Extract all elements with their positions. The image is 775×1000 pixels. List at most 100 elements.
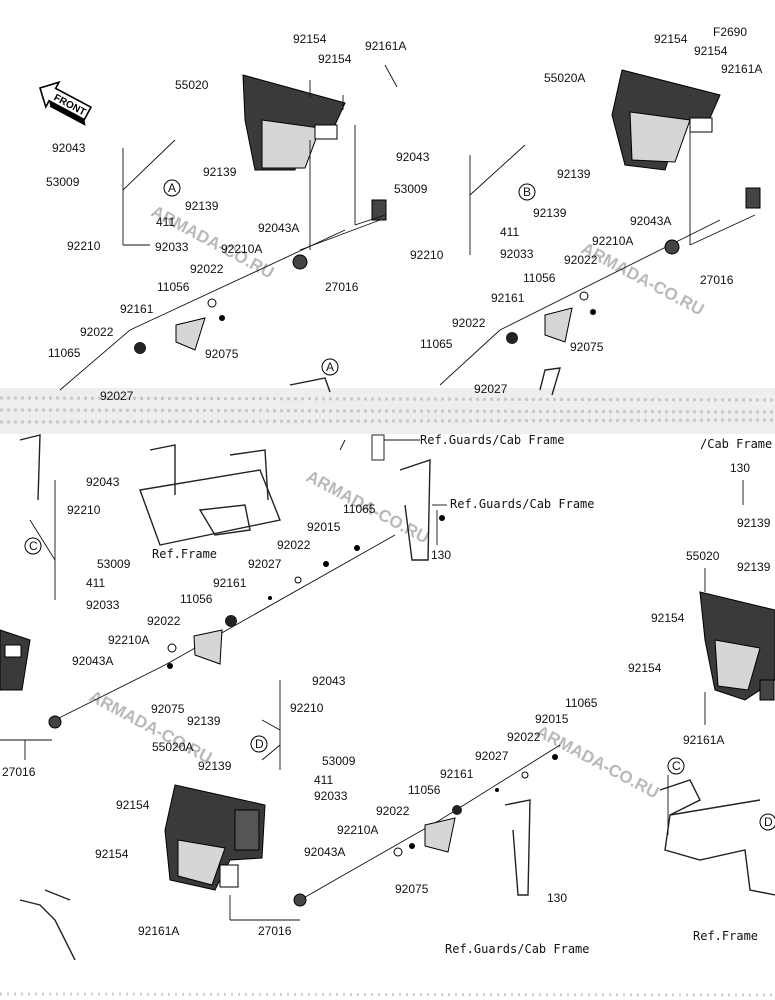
part-label: 92043A (72, 654, 113, 668)
part-label: 92043A (304, 845, 345, 859)
callout-b-icon (518, 183, 536, 201)
front-arrow-icon: FRONT (39, 80, 93, 126)
part-label: 92154 (318, 52, 352, 66)
part-label: 92210A (337, 823, 378, 837)
part-label: 92154 (654, 32, 688, 46)
mirror-assembly-top-right: B 92154 92154 92161A 55020A 92043 92139 … (394, 32, 762, 396)
part-label: 92139 (198, 759, 232, 773)
part-label: 92043 (396, 150, 430, 164)
part-label: 92154 (95, 847, 129, 861)
part-label: 92210 (290, 701, 324, 715)
part-label: 92154 (116, 798, 150, 812)
part-label: 130 (547, 891, 567, 905)
callout-a: A (326, 360, 334, 374)
ref-label: Ref.Frame (152, 547, 217, 561)
ref-label: Ref.Frame (693, 929, 758, 943)
part-label: 411 (86, 576, 105, 590)
part-label: 27016 (700, 273, 734, 287)
ref-label: Ref.Guards/Cab Frame (450, 497, 595, 511)
part-label: 92043 (86, 475, 120, 489)
part-label: 11065 (420, 337, 453, 351)
part-label: 92161 (491, 291, 525, 305)
part-label: 92043A (630, 214, 671, 228)
part-label: 11065 (343, 502, 376, 516)
frame-and-assembly-middle: C Ref.Guards/Cab Frame /Cab Frame Ref.Gu… (0, 433, 772, 779)
callout-b: B (523, 185, 531, 199)
callout-d: D (764, 815, 773, 829)
callout-d-icon (250, 735, 268, 753)
part-label: 92022 (564, 253, 598, 267)
part-label: 92027 (100, 389, 134, 403)
part-label: 92139 (203, 165, 237, 179)
part-label: 92075 (395, 882, 429, 896)
part-label: 92022 (507, 730, 541, 744)
part-label: 92210A (221, 242, 262, 256)
part-label: 92022 (277, 538, 311, 552)
callout-d: D (255, 737, 264, 751)
part-label: 27016 (258, 924, 292, 938)
mirror-assembly-bottom: D 92043 11065 92210 92139 92015 92022 55… (19, 674, 598, 961)
callout-a-icon (163, 179, 181, 197)
callout-a: A (168, 181, 176, 195)
part-label: 92139 (533, 206, 567, 220)
callout-a-icon (321, 358, 339, 376)
watermark: ARMADA-CO.RU (578, 239, 707, 320)
part-label: 92015 (535, 712, 569, 726)
part-label: 11056 (408, 783, 441, 797)
part-label: 92210A (592, 234, 633, 248)
part-label: 92043 (312, 674, 346, 688)
part-label: 130 (730, 461, 750, 475)
part-label: 92022 (190, 262, 224, 276)
part-label: 53009 (394, 182, 428, 196)
part-label: 130 (431, 548, 451, 562)
part-label: 92022 (452, 316, 486, 330)
part-label: 92161A (721, 62, 762, 76)
part-label: 53009 (46, 175, 80, 189)
part-label: 92161A (365, 39, 406, 53)
part-label: 411 (500, 225, 519, 239)
callout-c-icon (667, 757, 685, 775)
part-label: 11056 (180, 592, 213, 606)
part-label: 92027 (248, 557, 282, 571)
mirror-assembly-right: C D 130 92139 55020 92139 92154 92154 92… (628, 461, 775, 943)
part-label: 411 (156, 215, 175, 229)
part-label: 27016 (325, 280, 359, 294)
part-label: 53009 (97, 557, 131, 571)
callout-c: C (672, 759, 681, 773)
part-label: 11056 (523, 271, 556, 285)
part-label: 92210 (67, 503, 101, 517)
ref-label: Ref.Guards/Cab Frame (445, 942, 590, 956)
watermark: ARMADA-CO.RU (533, 722, 662, 803)
part-label: 55020 (686, 549, 720, 563)
part-label: 92015 (307, 520, 341, 534)
ref-label: /Cab Frame (700, 437, 772, 451)
part-label: 92154 (628, 661, 662, 675)
part-label: 92075 (205, 347, 239, 361)
part-label: 27016 (2, 765, 36, 779)
part-label: 92022 (80, 325, 114, 339)
part-label: 92043A (258, 221, 299, 235)
part-label: 92033 (500, 247, 534, 261)
part-label: 53009 (322, 754, 356, 768)
part-label: 92022 (147, 614, 181, 628)
part-label: 92154 (293, 32, 327, 46)
part-label: 92161A (683, 733, 724, 747)
part-label: 11065 (565, 696, 598, 710)
part-label: 92027 (475, 749, 509, 763)
part-label: 55020A (152, 740, 193, 754)
part-label: 92027 (474, 382, 508, 396)
part-label: 92139 (737, 560, 771, 574)
part-label: 92043 (52, 141, 86, 155)
part-label: 92161 (213, 576, 247, 590)
part-label: 411 (314, 773, 333, 787)
part-label: 92210A (108, 633, 149, 647)
part-label: 92022 (376, 804, 410, 818)
part-label: 92161A (138, 924, 179, 938)
part-label: 55020 (175, 78, 209, 92)
callout-d-icon (759, 813, 775, 831)
mirror-assembly-top-left: A A 92154 92154 92161A 55020 92043 92139… (46, 32, 406, 403)
callout-c: C (29, 539, 38, 553)
part-label: 92139 (557, 167, 591, 181)
